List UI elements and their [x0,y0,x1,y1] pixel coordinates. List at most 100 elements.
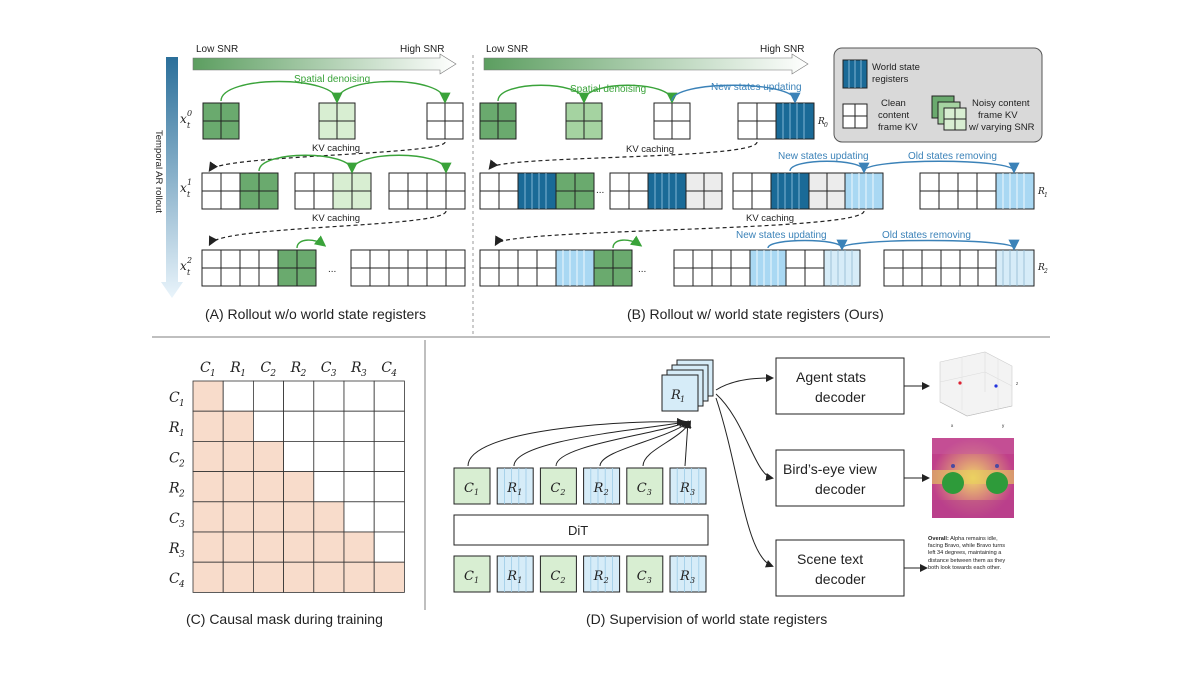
dit-label: DiT [568,523,588,538]
mask-cell [283,440,315,472]
bev-decoder-line2: decoder [815,481,866,497]
legend-clean-line1: Clean [881,98,906,109]
svg-text:1: 1 [210,369,216,379]
svg-text:R: R [593,569,604,584]
svg-text:1: 1 [179,399,185,409]
spatial-arrow-b3 [612,235,643,249]
ellipsis-b2: ... [638,264,646,275]
kv-arrow-b1 [488,141,758,170]
svg-text:t: t [187,268,191,277]
frame-b0-register [737,102,815,140]
legend-box [833,47,1043,143]
mask-cell [313,410,345,442]
svg-text:t: t [187,121,191,130]
svg-text:2: 2 [1043,268,1048,275]
mask-cell [222,531,254,563]
bev-decoder: Bird’s-eye view decoder [775,449,905,507]
legend-clean-swatch [842,103,868,129]
bev-agent-alpha [942,472,964,494]
frame-a1-group-2 [294,172,372,210]
frame-a0-mid [318,102,356,140]
svg-text:x: x [180,181,187,195]
ellipsis-a: ... [328,264,336,275]
update-arrow-b3 [767,239,848,251]
plot-axis-z: z [1016,381,1019,386]
mask-cell [373,501,405,533]
mask-cell [252,471,284,503]
svg-text:3: 3 [331,369,337,379]
svg-text:3: 3 [690,576,695,585]
svg-text:4: 4 [390,369,397,379]
ellipsis-b1: ... [596,185,604,196]
mask-cell [222,380,254,412]
svg-text:C: C [200,360,211,376]
register-stack-r1: R 1 [661,359,714,412]
frame-a0-clean [426,102,464,140]
mask-cell [313,501,345,533]
plot-axis-x: x [951,423,954,428]
register-to-agent-decoder-arrow [715,374,774,391]
mask-cell [192,380,224,412]
spatial-arrow-a5 [296,235,327,249]
svg-text:R: R [593,481,604,496]
mask-cell [222,471,254,503]
register-to-bev-decoder-arrow [715,393,774,481]
svg-text:1: 1 [474,576,479,585]
mask-cell [343,440,375,472]
mask-cell [373,471,405,503]
svg-text:2: 2 [559,576,565,585]
register-label-r1: R 1 [1037,187,1048,199]
spatial-arrow-a4 [351,154,452,174]
legend-noisy-line1: Noisy content [972,98,1030,109]
caption-d: (D) Supervision of world state registers [586,611,827,627]
snr-arrow-b [483,53,809,75]
frame-b0-dark [479,102,517,140]
legend-noisy-line2: frame KV [978,110,1018,121]
agent-decoder-line2: decoder [815,389,866,405]
mask-cell [283,531,315,563]
svg-text:2: 2 [269,369,276,379]
high-snr-label-a: High SNR [400,44,444,55]
scene-decoder-line1: Scene text [797,551,863,567]
svg-text:t: t [187,190,191,199]
mask-cell [252,380,284,412]
svg-text:R: R [168,420,180,436]
legend-noisy-line3: w/ varying SNR [968,122,1035,133]
kv-caching-label-b1: KV caching [626,144,674,155]
mask-cell [192,410,224,442]
frame-a0-dark [202,102,240,140]
bev-image [932,438,1014,518]
frame-b1-group-4 [919,172,1035,210]
scene-text-decoder: Scene text decoder [775,539,905,597]
svg-text:1: 1 [474,488,479,497]
svg-text:3: 3 [179,550,185,560]
svg-text:R: R [1037,187,1045,197]
mask-cell [343,410,375,442]
mask-cell [222,440,254,472]
row-label-0: x 0 t [180,109,192,130]
new-states-label-b3: New states updating [736,230,827,241]
spatial-arrow-a2 [336,80,451,104]
mask-cell [313,471,345,503]
kv-arrow-b2 [494,210,865,247]
svg-text:C: C [169,450,180,466]
register-stack-sub: 1 [680,395,685,404]
register-stack-label: R [670,388,681,403]
frame-a1-group-1 [201,172,279,210]
